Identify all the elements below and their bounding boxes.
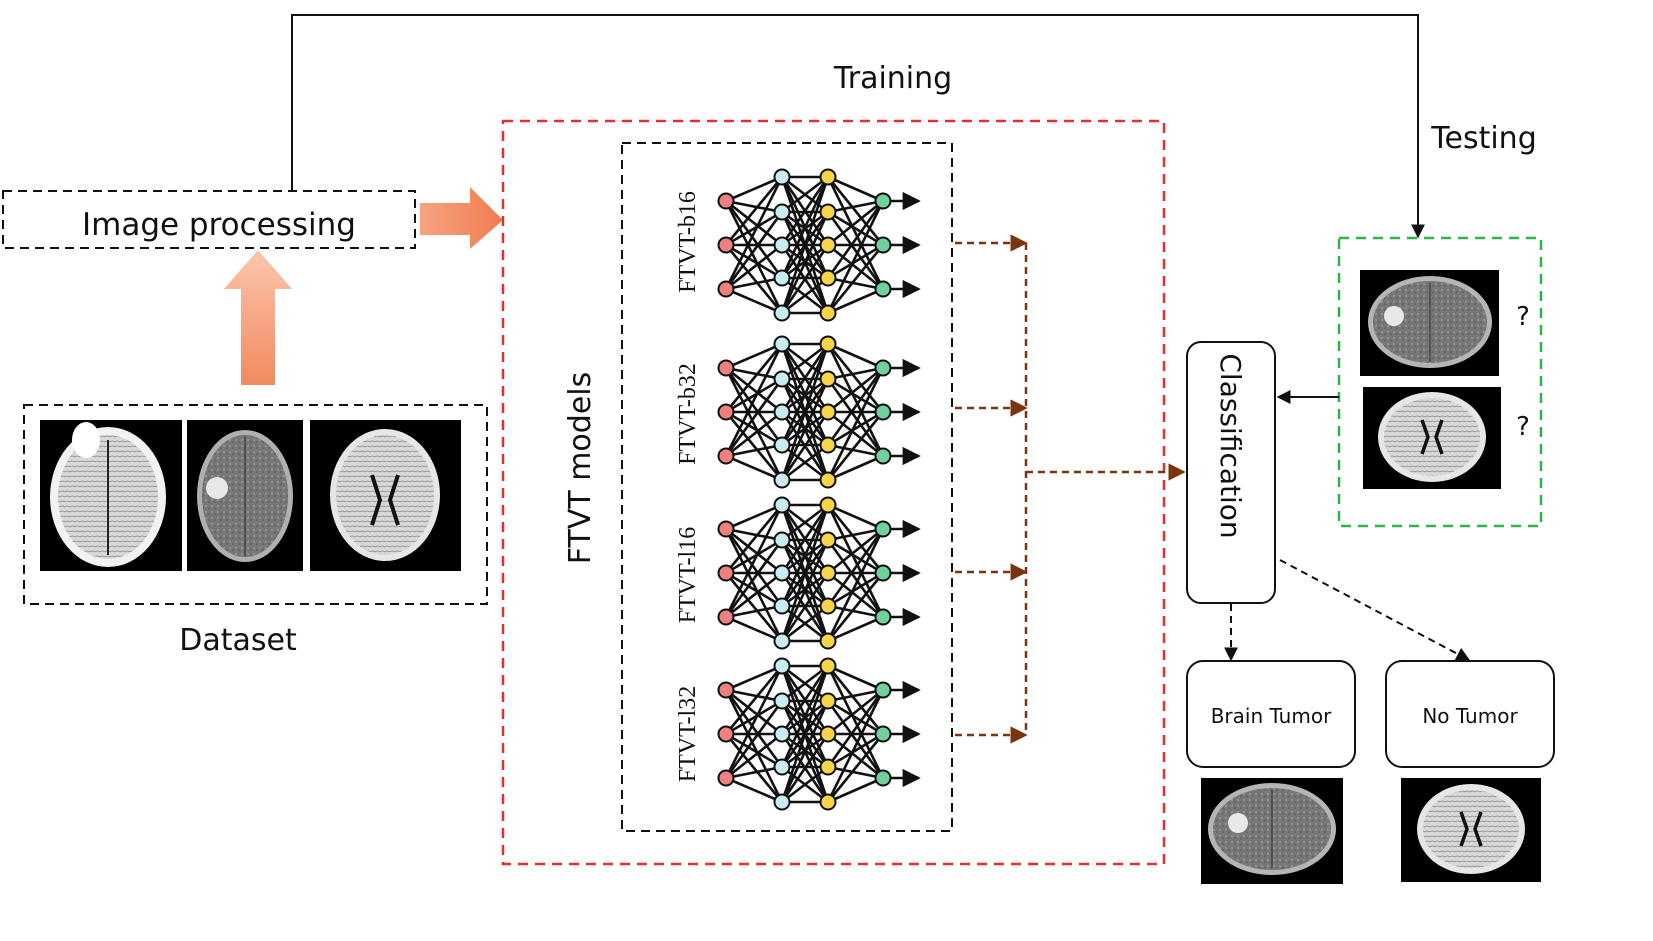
network-node [819,335,837,353]
network-node [819,531,837,549]
network-node [773,269,791,287]
training-label: Training [833,61,952,96]
network-node [874,236,892,254]
network-node [773,597,791,615]
network-node [773,496,791,514]
network-node [773,531,791,549]
network-node [773,758,791,776]
network-node [717,236,735,254]
classification-label: Classification [1214,353,1247,538]
network-node [717,725,735,743]
network-node [819,632,837,650]
network-node [773,471,791,489]
network-node [819,269,837,287]
network-node [717,564,735,582]
network-node [773,657,791,675]
network-node [773,335,791,353]
network-node [717,280,735,298]
network-node [819,692,837,710]
image-processing-label: Image processing [82,207,356,243]
unknown-mark-2: ? [1516,412,1530,442]
classification-box [1186,341,1276,604]
network-node [717,681,735,699]
network-node [773,370,791,388]
network-node [819,304,837,322]
image-processing-box [2,190,416,249]
neural-network-icon-3 [717,496,921,650]
network-node [773,168,791,186]
network-node [819,597,837,615]
network-node [874,192,892,210]
network-node [717,520,735,538]
model-label-4: FTVT-l32 [675,686,701,782]
network-node [773,793,791,811]
network-node [819,168,837,186]
network-node [717,403,735,421]
outcome-images [1201,778,1541,884]
model-output-flows [955,234,1186,744]
network-node [874,403,892,421]
network-node [717,769,735,787]
dataset-to-processing-arrow [224,250,292,385]
neural-network-icon-1 [717,168,921,322]
network-node [717,447,735,465]
network-node [773,304,791,322]
network-node [773,203,791,221]
dataset-images [40,420,461,571]
network-node [717,608,735,626]
training-box [501,119,1166,866]
network-node [717,192,735,210]
classification-to-no-tumor-arrow [1279,559,1471,661]
model-label-3: FTVT-l16 [675,527,701,623]
models-box [621,142,953,832]
network-node [819,793,837,811]
network-node [819,436,837,454]
testing-images [1360,270,1501,489]
testing-box [1337,236,1543,528]
dataset-box [23,404,488,605]
neural-network-icon-2 [717,335,921,489]
model-label-2: FTVT-b32 [675,363,701,465]
network-node [773,436,791,454]
network-node [819,657,837,675]
brain-tumor-label: Brain Tumor [1211,704,1332,728]
unknown-mark-1: ? [1516,302,1530,332]
network-node [819,496,837,514]
no-tumor-label: No Tumor [1422,704,1518,728]
network-node [874,520,892,538]
network-node [819,725,837,743]
ftvt-models-label: FTVT models [563,372,598,564]
network-node [819,758,837,776]
network-node [819,403,837,421]
network-node [819,203,837,221]
network-node [773,632,791,650]
network-node [874,280,892,298]
network-node [874,725,892,743]
network-node [874,608,892,626]
network-node [773,725,791,743]
network-node [773,403,791,421]
processing-to-training-arrow [420,187,503,249]
dataset-label: Dataset [179,623,297,658]
network-node [874,447,892,465]
network-node [773,692,791,710]
network-node [773,236,791,254]
no-tumor-box [1385,660,1555,768]
network-node [874,564,892,582]
network-node [819,564,837,582]
network-node [874,359,892,377]
neural-network-icon-4 [717,657,921,811]
network-node [773,564,791,582]
brain-tumor-box [1186,660,1356,768]
network-node [874,769,892,787]
network-node [717,359,735,377]
network-node [819,236,837,254]
testing-label: Testing [1430,121,1536,156]
testing-flow-line [291,14,1425,239]
network-node [819,471,837,489]
model-label-1: FTVT-b16 [675,191,701,293]
network-node [819,370,837,388]
network-node [874,681,892,699]
